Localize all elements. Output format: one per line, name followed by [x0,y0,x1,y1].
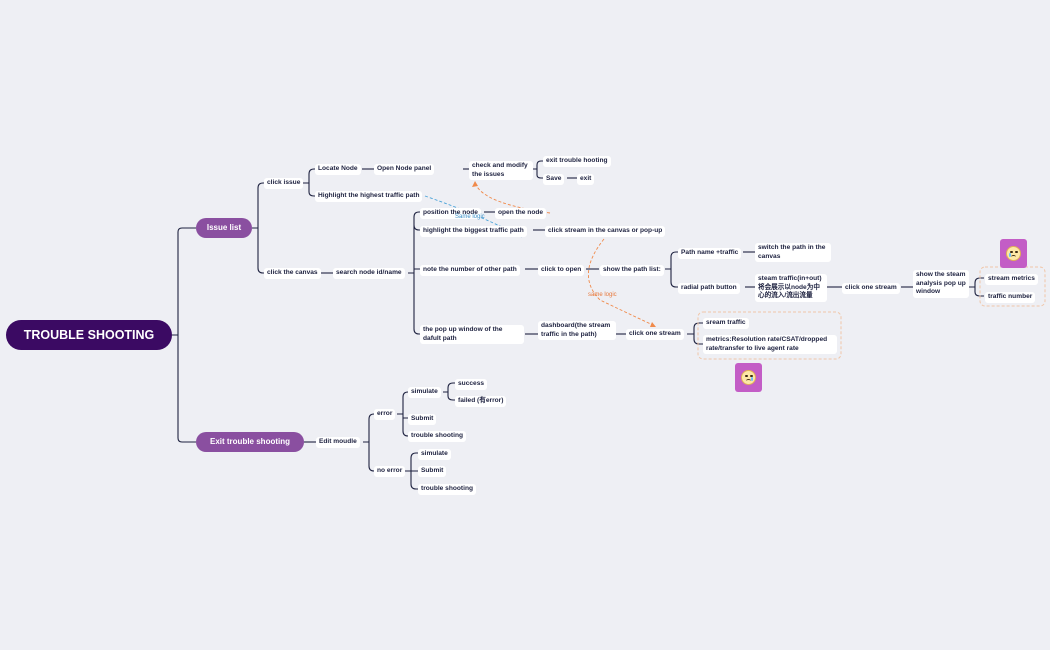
issue-list-node[interactable]: Issue list [196,218,252,238]
submit-node-2[interactable]: Submit [418,466,447,477]
popup-default-path-node[interactable]: the pop up window of the dafult path [420,325,524,344]
save-node[interactable]: Save [543,174,565,185]
click-to-open-node[interactable]: click to open [538,265,585,276]
edit-module-node[interactable]: Edit moudle [316,437,360,448]
exit-troubleshooting-node[interactable]: exit trouble hooting [543,156,611,167]
dashboard-node[interactable]: dashboard(the stream traffic in the path… [538,321,616,340]
error-node[interactable]: error [374,409,396,420]
click-canvas-node[interactable]: click the canvas [264,268,321,279]
metrics-detail-node[interactable]: metrics:Resolution rate/CSAT/dropped rat… [703,335,837,354]
switch-path-node[interactable]: switch the path in the canvas [755,243,831,262]
simulate-node-2[interactable]: simulate [418,449,451,460]
crying-face-icon [1000,239,1027,268]
relation-orange-top [474,181,551,214]
stream-metrics-node[interactable]: stream metrics [985,274,1038,285]
click-stream-canvas-node[interactable]: click stream in the canvas or pop-up [545,226,666,237]
crying-face-icon [735,363,762,392]
no-error-node[interactable]: no error [374,466,406,477]
locate-node-node[interactable]: Locate Node [315,164,361,175]
failed-node[interactable]: failed (有error) [455,396,507,407]
branch-connectors [172,160,984,490]
highlight-biggest-path-node[interactable]: highlight the biggest traffic path [420,226,527,237]
stream-detail-boundary [697,311,842,360]
click-issue-node[interactable]: click issue [264,178,304,189]
show-steam-analysis-node[interactable]: show the steam analysis pop up window [913,270,969,298]
open-node-panel-node[interactable]: Open Node panel [374,164,435,175]
same-logic-relation-orange [587,238,656,327]
root-node[interactable]: TROUBLE SHOOTING [6,320,172,350]
exit-node[interactable]: exit [577,174,595,185]
trouble-shooting-node-2[interactable]: trouble shooting [418,484,477,495]
check-modify-issues-node[interactable]: check and modify the issues [469,161,533,180]
trouble-shooting-node[interactable]: trouble shooting [408,431,467,442]
same-logic-label-blue: Same logic [455,214,485,220]
position-node-node[interactable]: position the node [420,208,481,219]
open-the-node-node[interactable]: open the node [495,208,547,219]
exit-trouble-shooting-node[interactable]: Exit trouble shooting [196,432,304,452]
same-logic-label-orange: same logic [588,292,617,298]
search-node-node[interactable]: search node id/name [333,268,405,279]
submit-node[interactable]: Submit [408,414,437,425]
path-name-traffic-node[interactable]: Path name +traffic [678,248,742,259]
click-one-stream-node-1[interactable]: click one stream [842,283,900,294]
note-number-paths-node[interactable]: note the number of other path [420,265,520,276]
radial-path-button-node[interactable]: radial path button [678,283,740,294]
steam-traffic-node[interactable]: steam traffic(in+out) 将会展示以node为中心的流入/流出… [755,274,827,302]
highlight-highest-traffic-node[interactable]: Highlight the highest traffic path [315,191,423,202]
show-path-list-node[interactable]: show the path list: [600,265,664,276]
success-node[interactable]: success [455,379,488,390]
simulate-node[interactable]: simulate [408,387,441,398]
click-one-stream-node-2[interactable]: click one stream [626,329,684,340]
sream-traffic-node[interactable]: sream traffic [703,318,749,329]
traffic-number-node[interactable]: traffic number [985,292,1036,303]
